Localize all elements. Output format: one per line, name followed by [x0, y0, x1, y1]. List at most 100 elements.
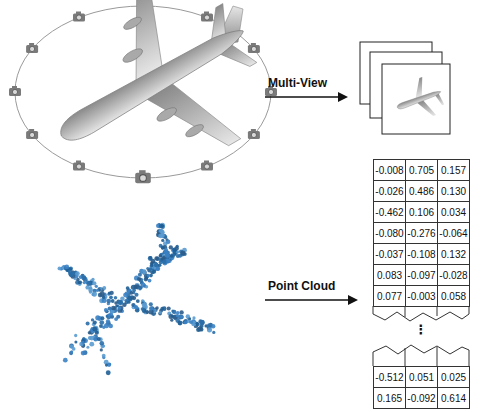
point-dot: [179, 310, 183, 314]
point-dot: [64, 265, 69, 270]
point-dot: [106, 319, 110, 323]
point-dot: [81, 340, 84, 343]
point-dot: [138, 287, 141, 290]
table-tear: [373, 306, 469, 366]
point-dot: [108, 313, 111, 316]
point-dot: [109, 324, 113, 328]
table-cell: 0.083: [373, 264, 406, 286]
point-dot: [102, 286, 106, 290]
point-dot: [127, 296, 132, 301]
point-dot: [125, 292, 129, 296]
point-dot: [92, 327, 97, 332]
arrow-label: Point Cloud: [268, 279, 335, 293]
point-dot: [58, 267, 62, 271]
point-dot: [161, 247, 164, 250]
point-dot: [134, 305, 138, 309]
point-dot: [132, 296, 136, 300]
point-dot: [111, 299, 115, 303]
point-dot: [199, 320, 204, 325]
point-dot: [126, 286, 130, 290]
point-dot: [118, 300, 123, 305]
point-dot: [75, 271, 80, 276]
point-dot: [167, 307, 171, 311]
table-cell: -0.026: [373, 180, 406, 202]
point-dot: [134, 293, 138, 297]
point-dot: [136, 299, 140, 303]
table-cell: 0.025: [437, 366, 470, 388]
point-dot: [74, 334, 77, 337]
point-dot: [186, 314, 190, 318]
point-dot: [100, 292, 105, 297]
point-dot: [158, 312, 162, 316]
camera-icon: [26, 129, 38, 139]
point-dot: [161, 246, 165, 250]
ellipsis-mark: ⋮: [405, 322, 437, 342]
point-dot: [95, 315, 100, 320]
table-cell: -0.064: [437, 222, 470, 244]
point-dot: [176, 254, 180, 258]
table-cell: 0.034: [437, 201, 470, 223]
point-dot: [160, 307, 164, 311]
point-dot: [180, 251, 185, 256]
table-cell: -0.037: [373, 243, 406, 265]
point-dot: [212, 331, 215, 334]
point-dot: [92, 292, 97, 297]
point-dot: [189, 320, 193, 324]
point-dot: [118, 300, 123, 305]
point-dot: [159, 311, 162, 314]
point-dot: [154, 263, 159, 268]
table-cell: 0.705: [405, 159, 438, 181]
point-dot: [151, 259, 156, 264]
point-dot: [142, 270, 146, 274]
point-dot: [81, 351, 86, 356]
point-dot: [141, 307, 144, 310]
point-dot: [137, 277, 141, 281]
table-cell: -0.008: [373, 159, 406, 181]
point-dot: [150, 264, 154, 268]
camera-icon: [248, 43, 260, 53]
point-dot: [172, 248, 176, 252]
point-dot: [68, 270, 73, 275]
point-dot: [149, 302, 153, 306]
point-cloud: [58, 223, 216, 376]
point-dot: [165, 253, 170, 258]
point-dot: [149, 267, 153, 271]
table-cell: 0.058: [437, 285, 470, 307]
point-dot: [149, 306, 153, 310]
point-dot: [207, 327, 212, 332]
camera-icon: [73, 12, 85, 22]
point-dot: [172, 310, 176, 314]
table-cell: 0.486: [405, 180, 438, 202]
point-dot: [142, 272, 145, 275]
point-dot: [81, 276, 86, 281]
point-dot: [89, 342, 94, 347]
point-dot: [114, 296, 118, 300]
point-dot: [180, 315, 183, 318]
table-cell: 0.106: [405, 201, 438, 223]
table-cell: 0.614: [437, 387, 470, 409]
point-dot: [111, 306, 115, 310]
table-cell: -0.003: [405, 285, 438, 307]
point-dot: [127, 301, 130, 304]
point-dot: [78, 280, 82, 284]
point-dot: [100, 348, 103, 351]
point-dot: [147, 274, 150, 277]
point-dot: [196, 322, 199, 325]
point-dot: [91, 278, 94, 281]
arrow-label: Multi-View: [268, 76, 327, 90]
table-cell: -0.028: [437, 264, 470, 286]
point-dot: [176, 314, 179, 317]
point-dot: [106, 314, 111, 319]
camera-icon: [26, 43, 38, 53]
point-dot: [195, 322, 199, 326]
point-dot: [109, 296, 112, 299]
table-cell: -0.108: [405, 243, 438, 265]
point-dot: [74, 340, 77, 343]
point-dot: [161, 239, 164, 242]
table-cell: -0.512: [373, 366, 406, 388]
camera-icon: [201, 12, 213, 22]
point-dot: [142, 303, 147, 308]
table-cell: 0.130: [437, 180, 470, 202]
point-dot: [86, 281, 91, 286]
